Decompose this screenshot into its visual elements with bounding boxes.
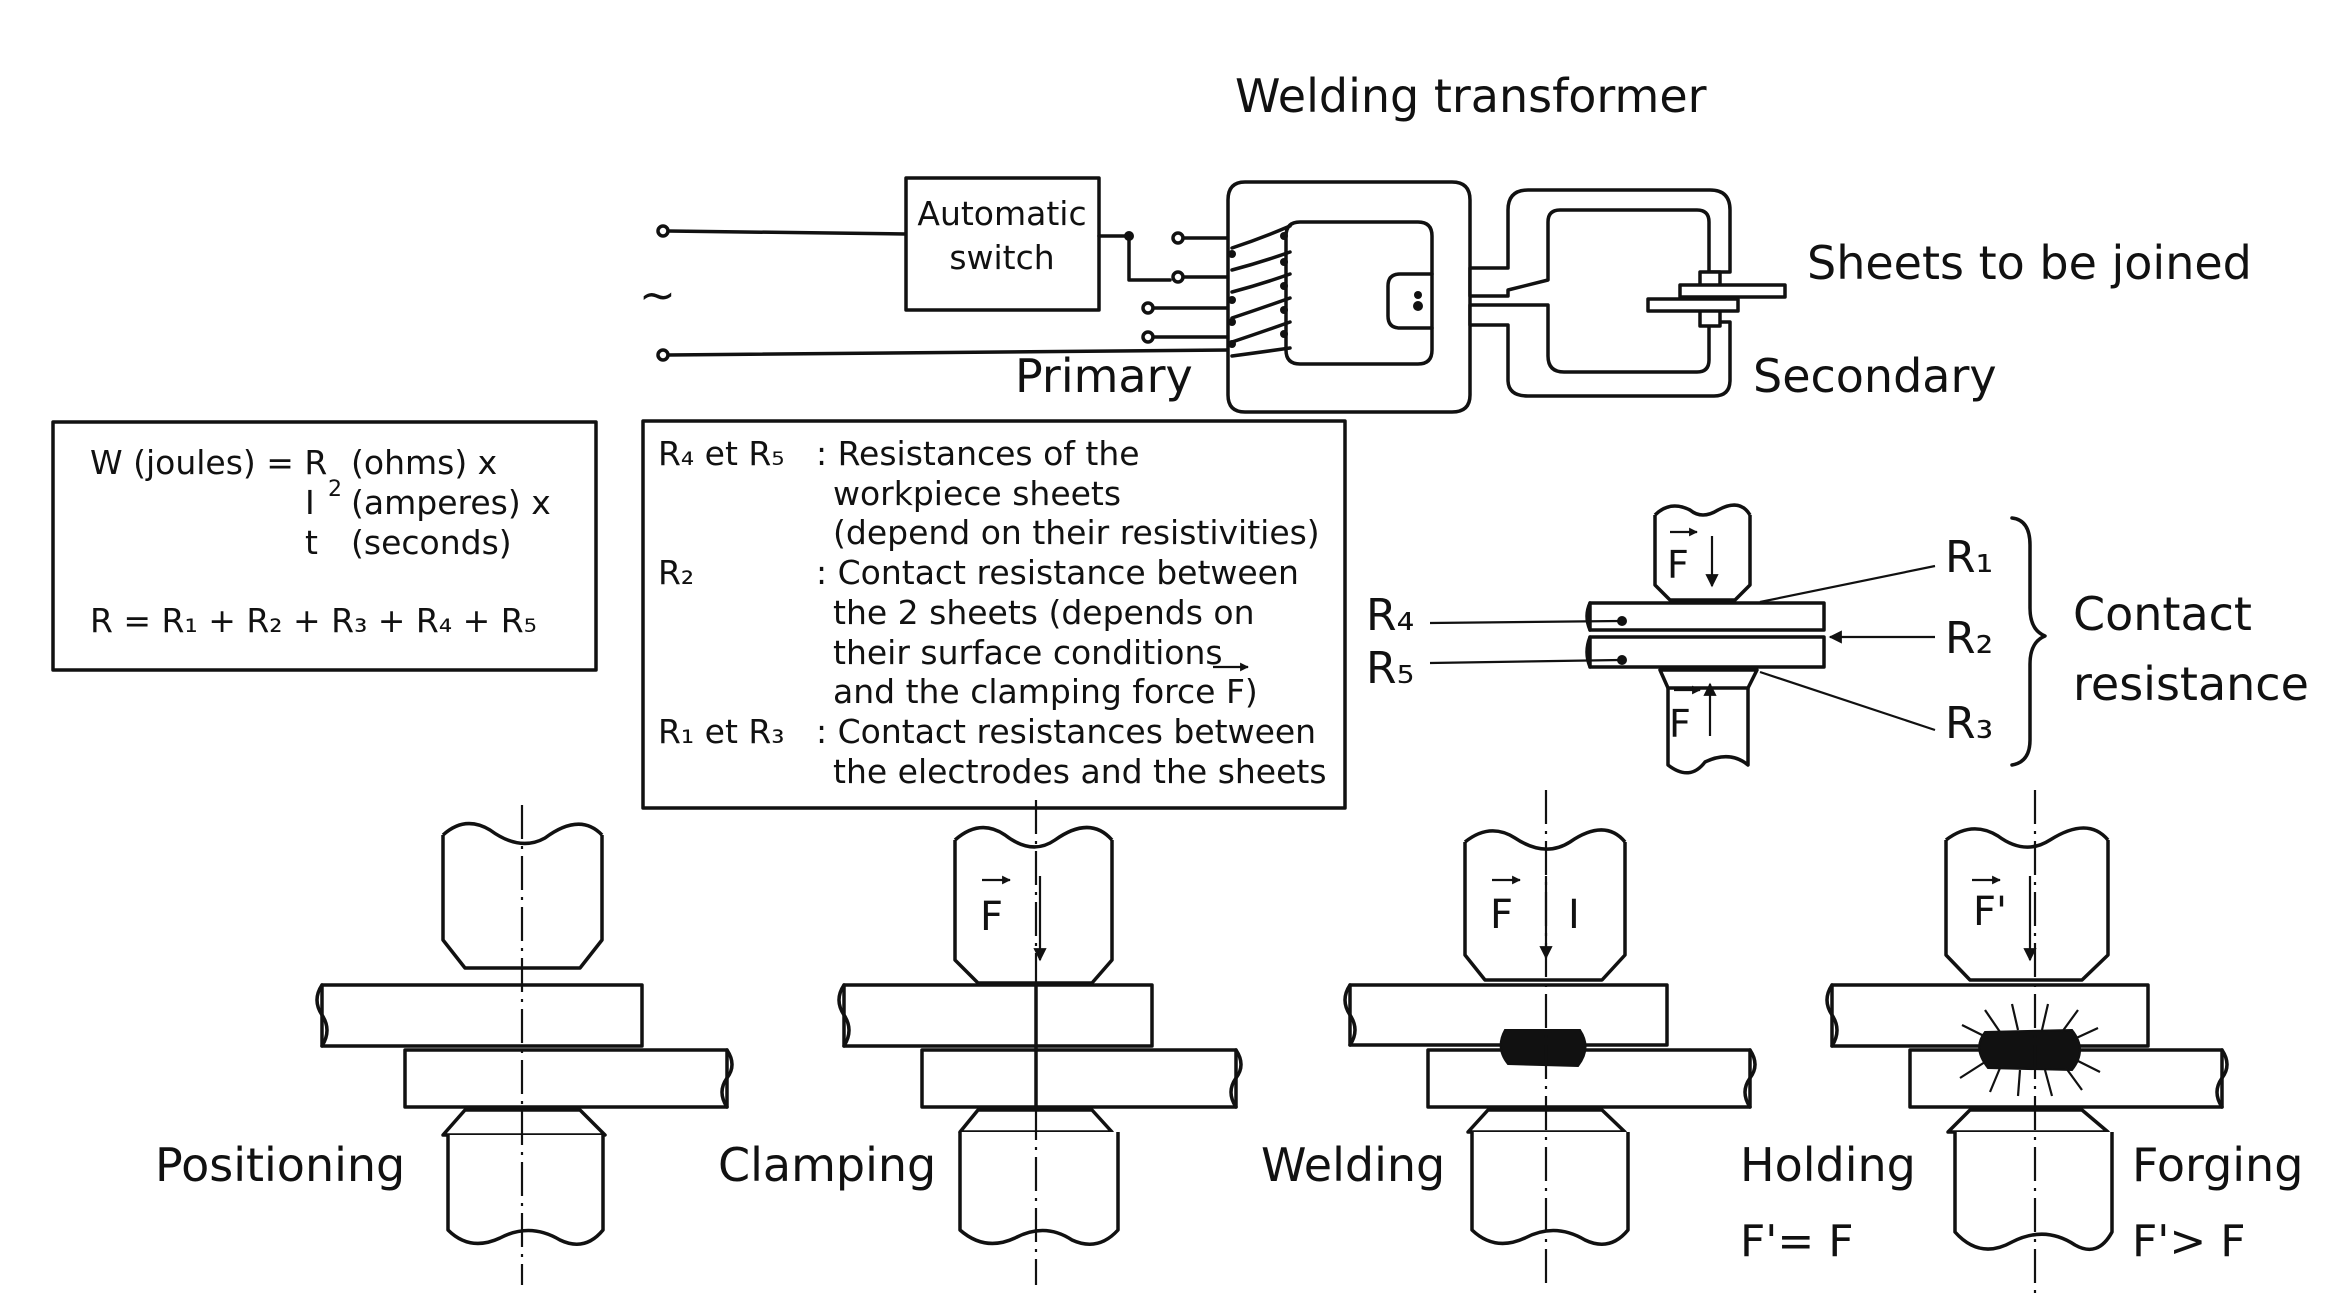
formula-r-sum: R = R₁ + R₂ + R₃ + R₄ + R₅ — [90, 601, 537, 640]
contact-label-2: resistance — [2073, 657, 2309, 711]
welding-force-label: F — [1490, 892, 1513, 938]
transformer-title: Welding transformer — [1235, 69, 1707, 123]
formula-square: 2 — [328, 477, 342, 502]
formula-i: I — [305, 483, 315, 522]
energy-formula-box: W (joules) = R (ohms) x I 2 (amperes) x … — [51, 420, 598, 672]
sheets-to-join — [1678, 283, 1787, 299]
ac-source-symbol: ~ — [639, 270, 676, 321]
label-forging-eq: F'> F — [2132, 1216, 2246, 1267]
automatic-switch — [904, 176, 1101, 312]
stage-clamping: F Clamping — [718, 800, 1243, 1285]
primary-coil — [1228, 224, 1292, 358]
switch-label-line1: Automatic — [917, 194, 1086, 233]
label-forging: Forging — [2132, 1138, 2303, 1192]
contact-force-bottom: F — [1669, 702, 1691, 746]
transformer-circuit: Welding transformer ~ Automatic switch — [639, 69, 2252, 414]
label-r5: R₅ — [1366, 643, 1414, 694]
contact-force-top: F — [1667, 543, 1689, 587]
welding-current-label: I — [1568, 892, 1580, 938]
formula-seconds: (seconds) — [351, 523, 512, 562]
stage-holding-forging: F' Holding F'= F Forging F'> F — [1740, 790, 2303, 1295]
contact-brace — [2010, 516, 2047, 767]
label-positioning: Positioning — [155, 1138, 405, 1192]
holding-force-label: F' — [1973, 889, 2007, 935]
label-r4: R₄ — [1366, 590, 1414, 641]
sheets-label: Sheets to be joined — [1807, 236, 2252, 290]
label-clamping: Clamping — [718, 1138, 936, 1192]
label-holding: Holding — [1740, 1138, 1916, 1192]
legend-key-r4-r5: R₄ et R₅ — [658, 434, 785, 473]
label-r3: R₃ — [1945, 698, 1993, 749]
forged-nugget — [1978, 1028, 2081, 1072]
resistance-legend-box: R₄ et R₅ : Resistances of the workpiece … — [641, 419, 1347, 810]
legend-desc-2b: the 2 sheets (depends on — [833, 593, 1255, 632]
label-r1: R₁ — [1945, 532, 1993, 583]
weld-nugget — [1499, 1029, 1587, 1068]
stage-positioning: Positioning — [155, 805, 734, 1285]
legend-desc-2d: and the clamping force F) — [833, 672, 1258, 711]
legend-key-r2: R₂ — [658, 553, 694, 592]
formula-t: t — [305, 523, 318, 562]
legend-desc-2: : Contact resistance between — [816, 553, 1299, 592]
primary-label: Primary — [1015, 349, 1193, 403]
formula-ohms: (ohms) x — [351, 443, 497, 482]
stage-welding: F I Welding — [1261, 790, 1757, 1290]
contact-label-1: Contact — [2073, 587, 2252, 641]
legend-key-r1-r3: R₁ et R₃ — [658, 712, 785, 751]
legend-desc-3b: the electrodes and the sheets — [833, 752, 1327, 791]
label-r2: R₂ — [1945, 613, 1993, 664]
clamping-force-label: F — [980, 894, 1003, 940]
formula-amperes: (amperes) x — [351, 483, 551, 522]
legend-desc-1c: (depend on their resistivities) — [833, 513, 1320, 552]
welding-arm — [1468, 188, 1732, 298]
secondary-label: Secondary — [1753, 349, 1997, 403]
legend-desc-2c: their surface conditions — [833, 633, 1223, 672]
legend-desc-1: : Resistances of the — [816, 434, 1140, 473]
formula-w-line: W (joules) = R — [90, 443, 327, 482]
legend-desc-1b: workpiece sheets — [833, 474, 1121, 513]
legend-desc-3: : Contact resistances between — [816, 712, 1316, 751]
label-holding-eq: F'= F — [1740, 1216, 1854, 1267]
switch-label-line2: switch — [949, 238, 1054, 277]
contact-resistance-detail: F F R₁ R₂ R₃ R₄ R₅ Contact resistance — [1366, 503, 2309, 775]
label-welding: Welding — [1261, 1138, 1445, 1192]
